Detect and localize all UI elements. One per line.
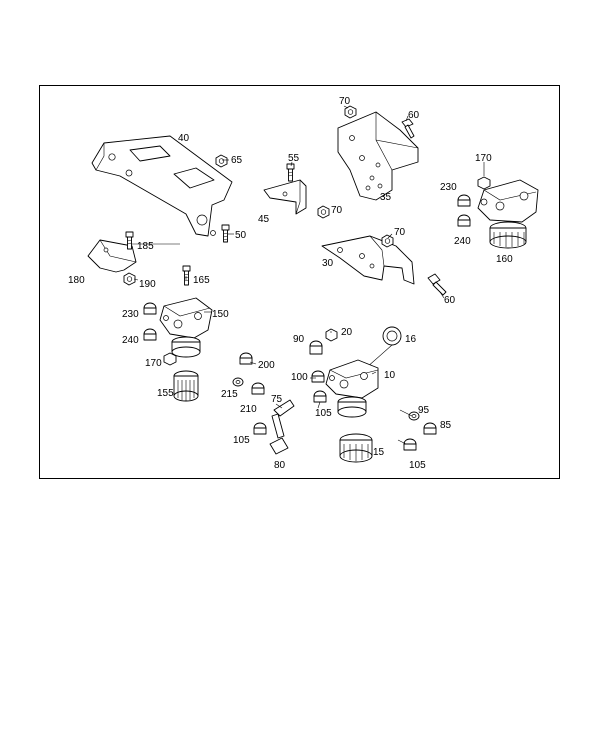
- nut-70-middle: [317, 205, 330, 219]
- plug-105-right: [403, 438, 417, 451]
- plug-210: [251, 382, 265, 395]
- callout-55: 55: [288, 153, 300, 164]
- callout-200: 200: [258, 360, 275, 371]
- callout-165: 165: [193, 275, 210, 286]
- washer-215: [232, 377, 244, 387]
- callout-80: 80: [274, 460, 286, 471]
- fitting-170-left: [163, 352, 177, 366]
- plug-100: [311, 370, 325, 383]
- callout-215: 215: [221, 389, 238, 400]
- callout-105-upper: 105: [315, 408, 332, 419]
- callout-170-left: 170: [145, 358, 162, 369]
- bolt-55: [286, 163, 295, 182]
- plug-230-left: [143, 302, 157, 315]
- callout-15: 15: [373, 447, 385, 458]
- callout-20: 20: [341, 327, 353, 338]
- callout-170-right: 170: [475, 153, 492, 164]
- nut-190: [123, 272, 136, 286]
- callout-65: 65: [231, 155, 243, 166]
- callout-16: 16: [405, 334, 417, 345]
- nut-70-lower: [381, 234, 394, 248]
- callout-90: 90: [293, 334, 305, 345]
- callout-180: 180: [68, 275, 85, 286]
- valve-10: [325, 359, 379, 418]
- callout-70-top: 70: [339, 96, 351, 107]
- plug-85: [423, 422, 437, 435]
- relay-valve-150: [159, 297, 213, 358]
- callout-35: 35: [380, 192, 392, 203]
- callout-85: 85: [440, 420, 452, 431]
- callout-190: 190: [139, 279, 156, 290]
- nut-20: [325, 328, 338, 342]
- bolt-165: [182, 265, 191, 286]
- fitting-80: [269, 437, 289, 455]
- clip-16: [365, 326, 402, 369]
- pipe-fitting-75: [271, 399, 295, 439]
- fitting-170-right: [477, 176, 491, 190]
- plug-200: [239, 352, 253, 365]
- callout-60-lower: 60: [444, 295, 456, 306]
- bracket-plate-40: [91, 135, 233, 237]
- callout-210: 210: [240, 404, 257, 415]
- plug-105-upper: [313, 390, 327, 403]
- plug-105-left: [253, 422, 267, 435]
- callout-100: 100: [291, 372, 308, 383]
- callout-240-right: 240: [454, 236, 471, 247]
- bolt-50: [221, 224, 230, 243]
- callout-40: 40: [178, 133, 190, 144]
- plug-230-right: [457, 194, 471, 207]
- callout-10: 10: [384, 370, 396, 381]
- callout-75: 75: [271, 394, 283, 405]
- leader-lines: [132, 105, 485, 445]
- callout-150: 150: [212, 309, 229, 320]
- bracket-45: [263, 179, 307, 215]
- bracket-35: [337, 111, 419, 201]
- callout-155: 155: [157, 388, 174, 399]
- callout-105-right: 105: [409, 460, 426, 471]
- plug-240-right: [457, 214, 471, 227]
- relay-valve-160: [477, 179, 539, 249]
- callout-70-lower: 70: [394, 227, 406, 238]
- callout-185: 185: [137, 241, 154, 252]
- callout-60-top: 60: [408, 110, 420, 121]
- plug-240-left: [143, 328, 157, 341]
- bolt-60-top: [401, 118, 415, 139]
- cap-15: [339, 433, 373, 463]
- callout-70-middle: 70: [331, 205, 343, 216]
- plate-180: [87, 239, 137, 273]
- callout-95: 95: [418, 405, 430, 416]
- callout-50: 50: [235, 230, 247, 241]
- callout-30: 30: [322, 258, 334, 269]
- callout-240-left: 240: [122, 335, 139, 346]
- nut-65: [215, 154, 228, 168]
- callout-105-left: 105: [233, 435, 250, 446]
- bolt-60-lower: [427, 273, 447, 296]
- callout-45: 45: [258, 214, 270, 225]
- callout-230-left: 230: [122, 309, 139, 320]
- plug-90: [309, 340, 323, 355]
- nut-70-top: [344, 105, 357, 119]
- callout-230-right: 230: [440, 182, 457, 193]
- washer-95: [408, 411, 420, 421]
- bolt-185: [125, 231, 134, 250]
- bracket-30: [321, 235, 415, 285]
- callout-labels: 40 65 50 55 45 70 70 60 35 170 230 240 1…: [68, 96, 513, 471]
- callout-160: 160: [496, 254, 513, 265]
- cap-155: [173, 370, 199, 402]
